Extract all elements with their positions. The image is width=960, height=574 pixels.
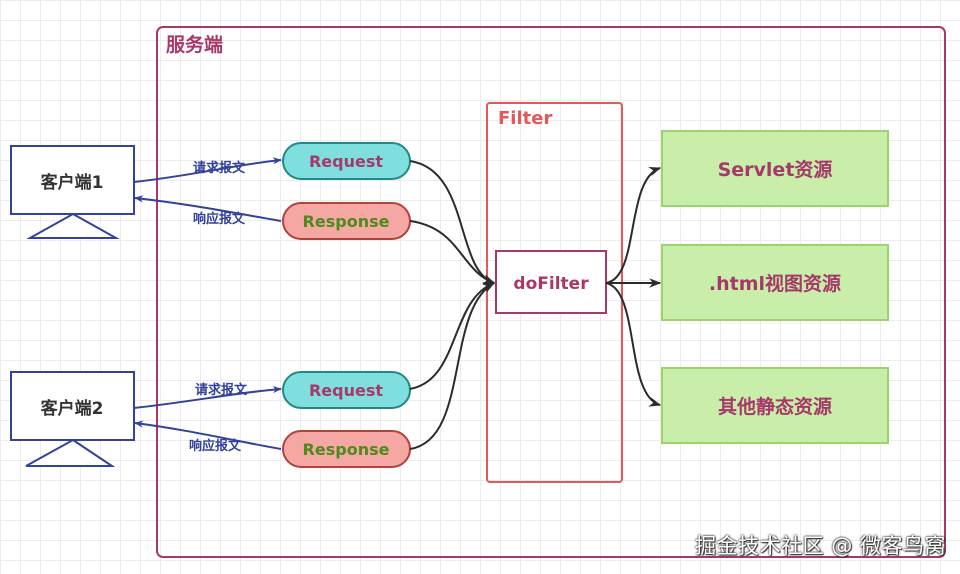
response-2-to-dofilter [409,282,496,450]
watermark: 掘金技术社区 @ 微客鸟窝 [695,534,946,558]
client-1-request-msg: 请求报文 [193,160,246,176]
dofilter-box: doFilter [495,250,607,314]
client-2-label: 客户端2 [40,398,104,419]
client-2-response-arrow [134,420,282,450]
request-pill-1: Request [282,142,411,180]
client-1-request-arrow [133,157,282,183]
server-title: 服务端 [166,33,223,56]
request-pill-2: Request [282,371,411,409]
dofilter-to-servlet [605,166,662,284]
client-2-request-arrow [133,386,282,409]
resource-static: 其他静态资源 [661,367,889,444]
resource-label: Servlet资源 [718,158,833,181]
filter-title: Filter [498,108,552,129]
request-label: Request [309,152,383,171]
client-2-request-msg: 请求报文 [195,382,248,398]
server-container [156,26,946,558]
response-label: Response [303,440,390,459]
resource-label: .html视图资源 [709,272,841,295]
monitor-stand-icon [26,212,120,239]
filter-container [486,102,623,483]
response-pill-2: Response [282,430,411,468]
client-1-response-arrow [134,195,282,222]
client-2-response-msg: 响应报文 [189,438,242,454]
response-label: Response [303,212,390,231]
client-1-label: 客户端1 [40,172,104,193]
dofilter-to-static [605,282,662,407]
client-1-monitor: 客户端1 [10,145,135,239]
resource-label: 其他静态资源 [718,395,832,418]
request-label: Request [309,381,383,400]
response-1-to-dofilter [409,220,496,284]
resource-html-view: .html视图资源 [661,244,889,321]
client-1-response-msg: 响应报文 [193,211,246,227]
response-pill-1: Response [282,202,411,240]
resource-servlet: Servlet资源 [661,130,889,207]
client-2-monitor: 客户端2 [10,371,135,467]
dofilter-label: doFilter [513,274,589,294]
request-1-to-dofilter [409,160,496,285]
monitor-stand-icon [25,438,116,467]
request-2-to-dofilter [409,282,496,390]
